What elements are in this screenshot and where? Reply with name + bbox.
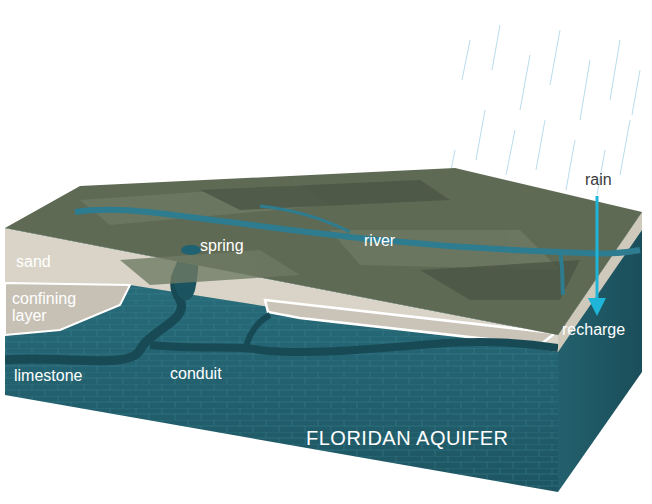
layer-label: confining layer [12,291,92,325]
river-label: river [364,233,395,250]
layer-label: limestone [14,368,82,385]
conduit-label: conduit [170,366,222,383]
aquifer-title: FLORIDAN AQUIFER [306,428,508,449]
spring-label: spring [200,238,244,255]
recharge-label: recharge [562,322,625,339]
layer-label: sand [16,254,51,271]
rain-label: rain [585,172,612,189]
